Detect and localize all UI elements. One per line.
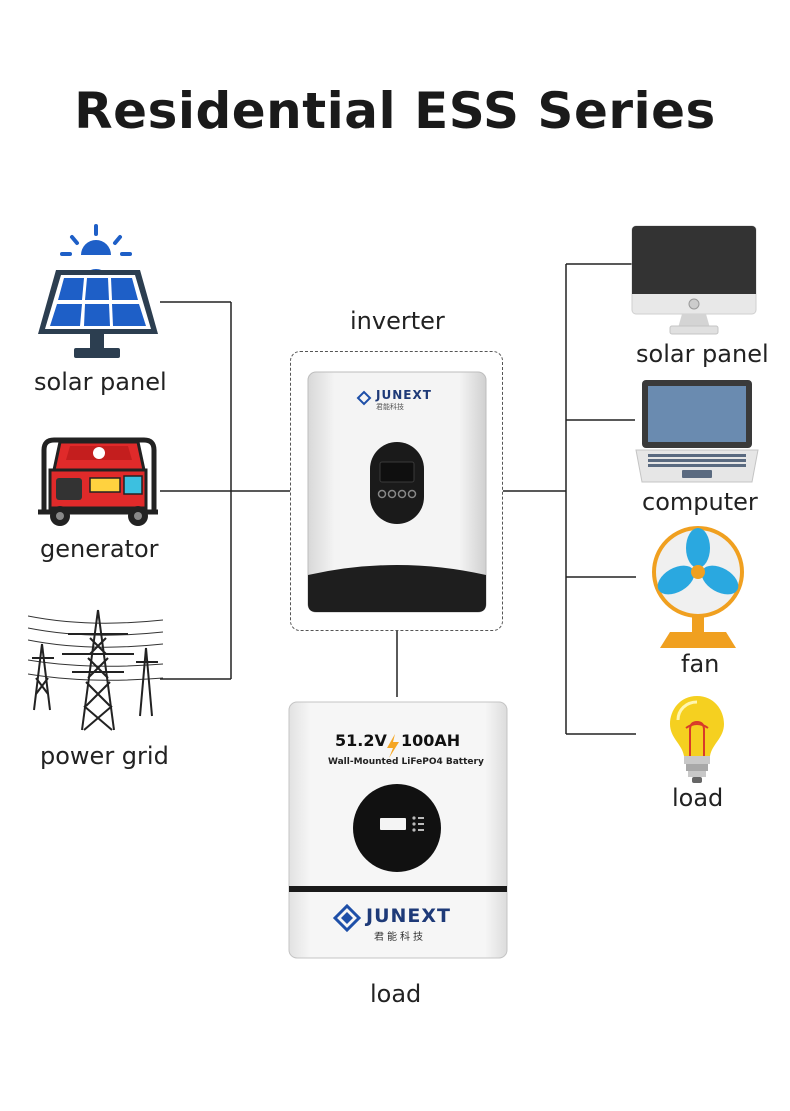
source-label-generator: generator: [40, 535, 159, 563]
inverter-label: inverter: [350, 307, 445, 335]
inverter-brand: JUNEXT: [376, 388, 432, 402]
battery-spec-desc: Wall-Mounted LiFePO4 Battery: [328, 757, 484, 767]
page-title: Residential ESS Series: [74, 82, 716, 140]
inverter-brand-sub: 君能科技: [376, 403, 404, 411]
light-bulb-icon: [670, 696, 724, 783]
load-label-fan: fan: [681, 650, 720, 678]
load-label-laptop: computer: [642, 488, 758, 516]
battery-brand: JUNEXT: [366, 905, 451, 927]
load-label-bulb: load: [672, 784, 724, 812]
inverter-dashed-frame: [290, 351, 503, 631]
battery-spec-capacity: 100AH: [401, 731, 461, 750]
fan-icon: [652, 526, 744, 648]
power-pylon-icon: [28, 609, 163, 731]
generator-icon: [38, 437, 158, 526]
laptop-icon: [635, 380, 759, 483]
load-label-monitor: solar panel: [636, 340, 769, 368]
monitor-icon: [631, 225, 757, 335]
battery-label: load: [370, 980, 422, 1008]
solar-panel-icon: [38, 224, 158, 358]
battery-brand-sub: 君能科技: [374, 932, 426, 943]
battery-spec-voltage: 51.2V: [335, 731, 387, 750]
source-label-solar: solar panel: [34, 368, 167, 396]
battery-device: [288, 701, 508, 959]
inverter-device: [307, 371, 487, 613]
source-label-grid: power grid: [40, 742, 169, 770]
